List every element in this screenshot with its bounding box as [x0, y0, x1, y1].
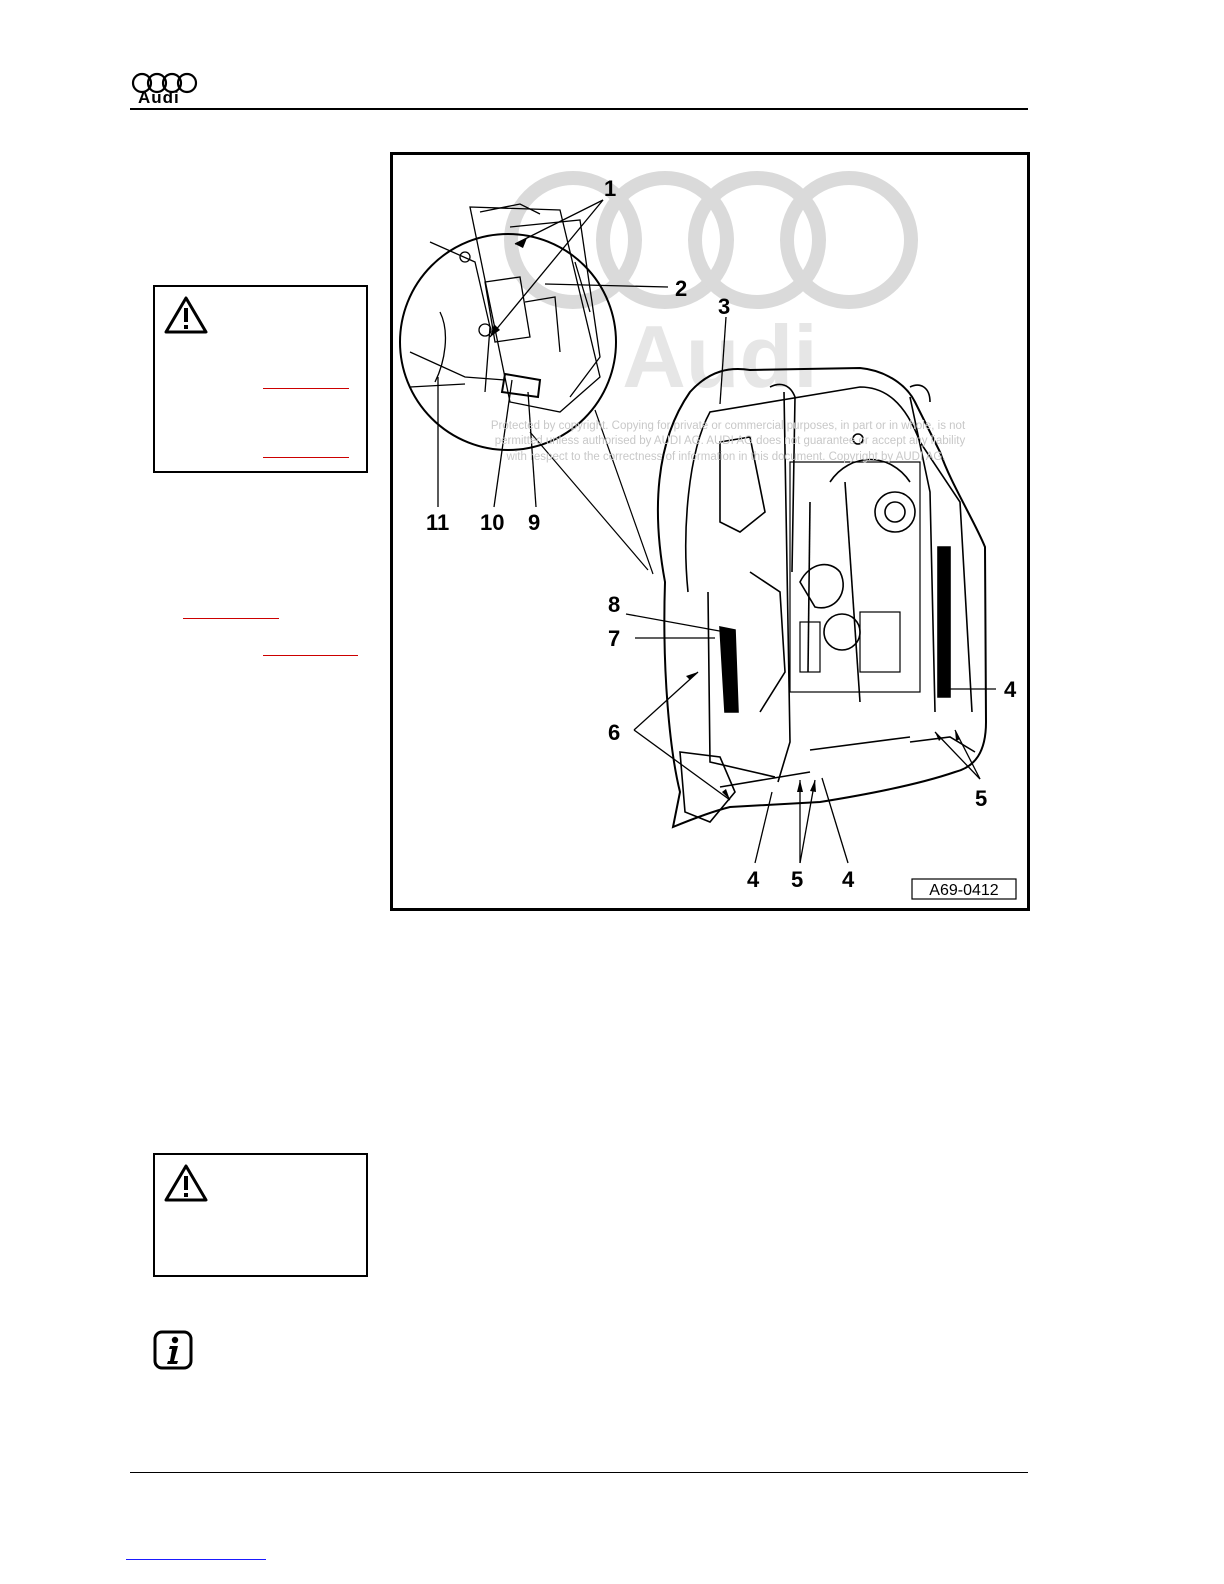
callout-7: 7 — [608, 626, 620, 651]
callout-1: 1 — [604, 176, 616, 201]
cross-reference-link[interactable] — [263, 388, 349, 389]
callout-9: 9 — [528, 510, 540, 535]
cross-reference-link[interactable] — [183, 618, 279, 619]
audi-rings-icon — [131, 72, 198, 94]
warning-triangle-icon — [164, 1164, 208, 1202]
header-rule — [130, 108, 1028, 110]
callout-5: 5 — [975, 786, 987, 811]
watermark-line-1: Protected by copyright. Copying for priv… — [491, 420, 966, 432]
brand-name: Audi — [138, 88, 180, 107]
seat-backrest — [656, 366, 988, 829]
callout-3: 3 — [718, 294, 730, 319]
watermark-logo-text: Audi — [622, 307, 818, 406]
callout-4: 4 — [747, 867, 760, 892]
callout-4: 4 — [842, 867, 855, 892]
detail-view — [399, 203, 617, 451]
seat-backrest-figure: Audi — [390, 152, 1030, 911]
callouts: 1 2 3 11 10 9 8 7 6 4 5 4 5 4 — [426, 176, 1017, 892]
callout-5: 5 — [791, 867, 803, 892]
callout-11: 11 — [426, 510, 449, 535]
callout-6: 6 — [608, 720, 620, 745]
figure-id-box — [911, 878, 1017, 900]
warning-box — [153, 1153, 368, 1277]
callout-10: 10 — [480, 510, 504, 535]
watermark-line-3: with respect to the correctness of infor… — [505, 451, 945, 463]
callout-4: 4 — [1004, 677, 1017, 702]
callout-8: 8 — [608, 592, 620, 617]
info-icon — [153, 1330, 193, 1370]
watermark-line-2: permitted unless authorised by AUDI AG. … — [495, 435, 966, 447]
copyright-watermark: Protected by copyright. Copying for priv… — [491, 420, 966, 463]
footer-link[interactable] — [126, 1559, 266, 1560]
callout-2: 2 — [675, 276, 687, 301]
cross-reference-link[interactable] — [263, 457, 349, 458]
warning-triangle-icon — [164, 296, 208, 334]
warning-box — [153, 285, 368, 473]
figure-id: A69-0412 — [929, 882, 998, 899]
cross-reference-link[interactable] — [263, 655, 358, 656]
footer-rule — [130, 1472, 1028, 1473]
watermark-rings — [504, 171, 918, 309]
